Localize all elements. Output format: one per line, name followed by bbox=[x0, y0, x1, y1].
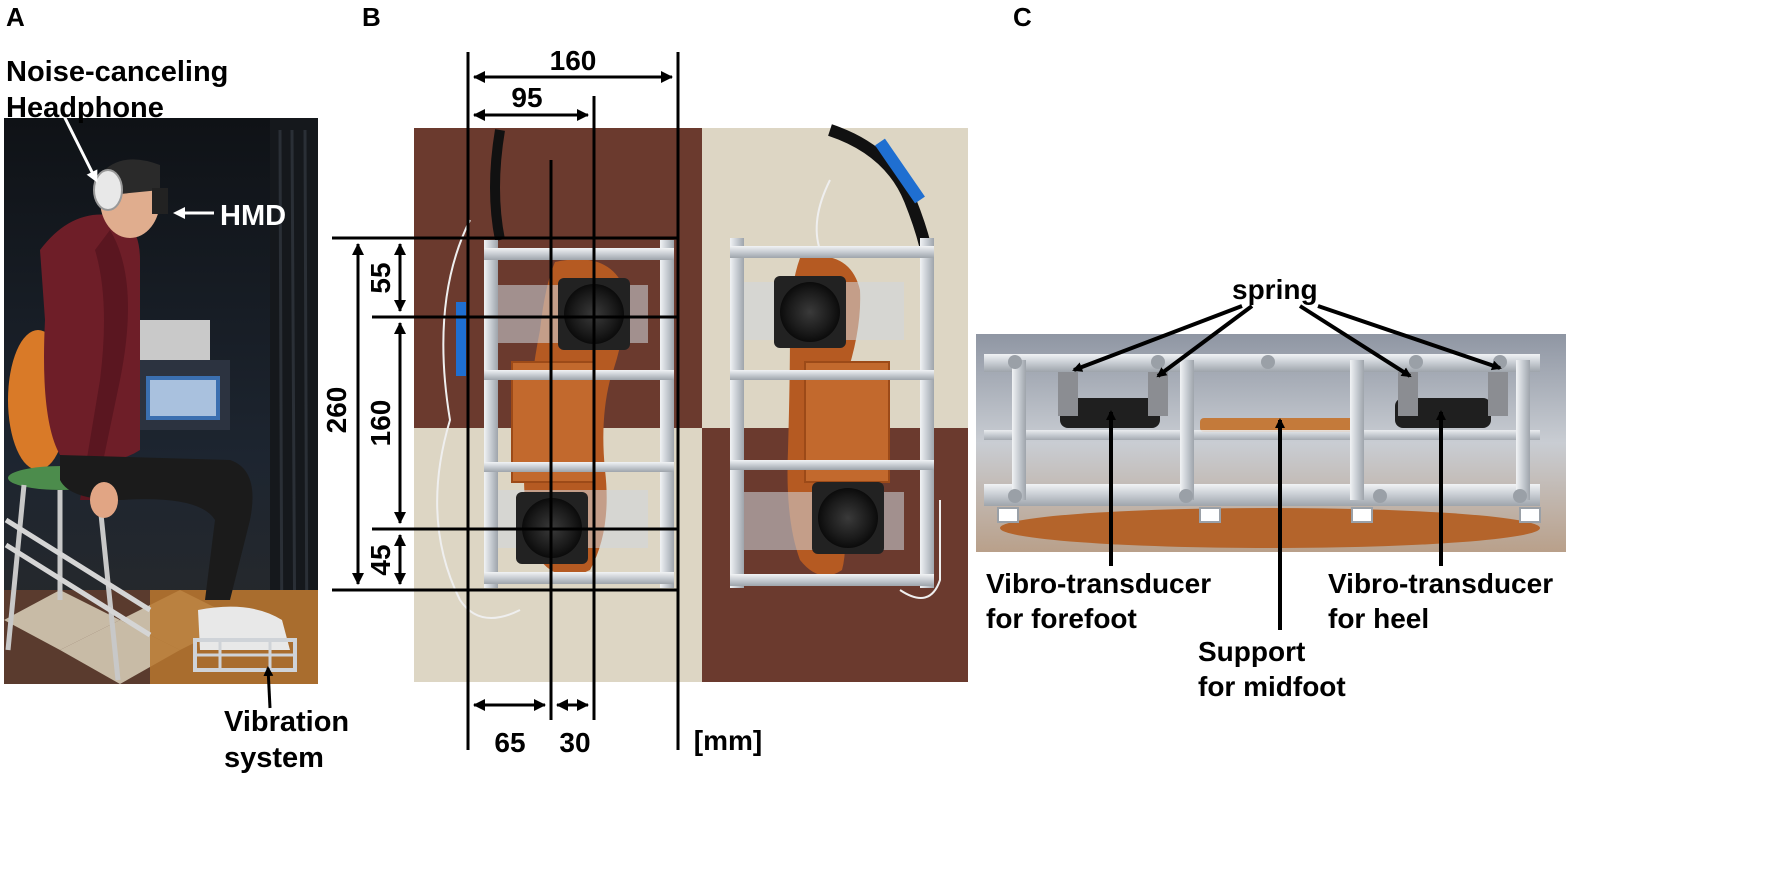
midfoot-support-line1: Support bbox=[1198, 636, 1306, 667]
dim-unit: [mm] bbox=[694, 725, 762, 756]
heel-transducer-line2: for heel bbox=[1328, 603, 1430, 634]
vibration-system-line1: Vibration bbox=[224, 706, 350, 738]
panel-c-photo bbox=[976, 334, 1566, 552]
headphone-label-line2: Headphone bbox=[6, 92, 164, 125]
forefoot-transducer-line2: for forefoot bbox=[986, 603, 1137, 634]
panel-b-letter: B bbox=[362, 2, 381, 32]
dim-width-total: 160 bbox=[550, 45, 597, 76]
dim-forefoot-offset: 45 bbox=[365, 544, 396, 575]
dim-heel-offset: 55 bbox=[365, 262, 396, 293]
heel-transducer-label: Vibro-transducer for heel bbox=[1328, 566, 1553, 636]
dim-mid-span: 160 bbox=[365, 400, 396, 447]
vibration-system-line2: system bbox=[224, 742, 324, 775]
left-vibration-device bbox=[484, 240, 674, 588]
dim-length-total: 260 bbox=[321, 387, 352, 434]
spring-label: spring bbox=[1232, 274, 1318, 305]
hmd-label: HMD bbox=[220, 200, 287, 232]
panel-c-letter: C bbox=[1013, 2, 1032, 32]
panel-b-dimension-lines bbox=[332, 52, 680, 750]
midfoot-support-label: Support for midfoot bbox=[1198, 634, 1346, 704]
headphone-label: Noise-canceling Headphone bbox=[6, 54, 228, 127]
dim-width-partial: 95 bbox=[511, 82, 542, 113]
panel-b-photo bbox=[414, 124, 968, 682]
panel-a-annotations bbox=[60, 111, 274, 709]
panel-b-dimension-labels: 160 95 65 30 [mm] 260 55 160 45 bbox=[321, 45, 762, 758]
dim-bottom-right: 30 bbox=[559, 727, 590, 758]
midfoot-support-line2: for midfoot bbox=[1198, 671, 1346, 702]
right-vibration-device bbox=[730, 238, 934, 588]
heel-transducer-line1: Vibro-transducer bbox=[1328, 568, 1554, 599]
panel-c-arrows bbox=[1072, 304, 1502, 630]
dim-bottom-left: 65 bbox=[494, 727, 525, 758]
forefoot-transducer-label: Vibro-transducer for forefoot bbox=[986, 566, 1211, 636]
forefoot-transducer-line1: Vibro-transducer bbox=[986, 568, 1212, 599]
headphone-label-line1: Noise-canceling bbox=[6, 56, 229, 88]
vibration-system-label: Vibration system bbox=[224, 704, 349, 777]
panel-a-letter: A bbox=[6, 2, 25, 32]
